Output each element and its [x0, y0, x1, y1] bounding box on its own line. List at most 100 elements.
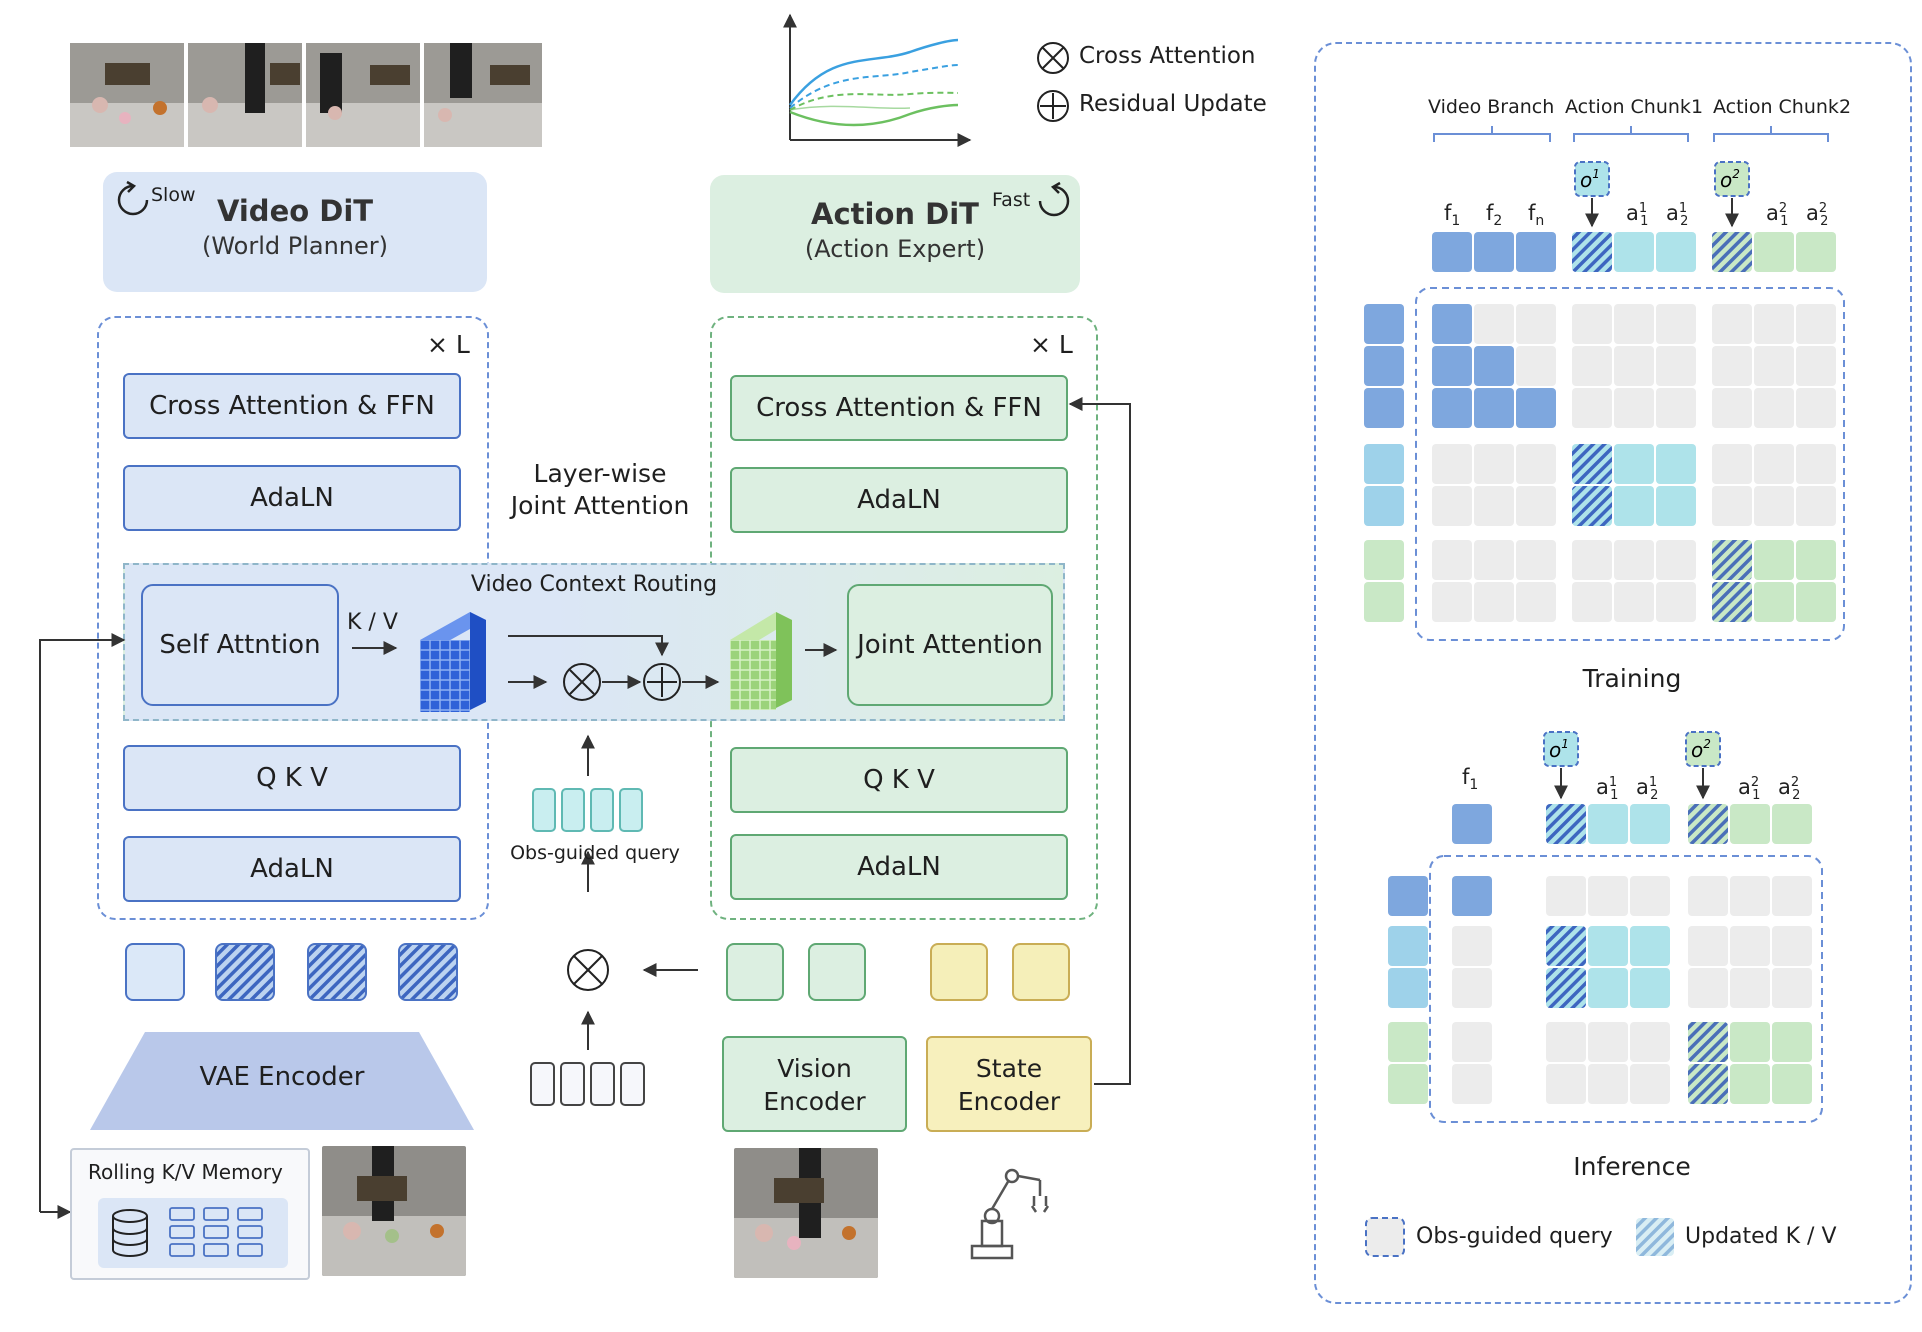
group-video-branch: Video Branch	[1428, 96, 1555, 118]
mask-cell	[1712, 582, 1752, 622]
mask-cell	[1474, 346, 1514, 386]
mask-cell	[1546, 968, 1586, 1008]
obs-query-label: Obs-guided query	[510, 842, 680, 864]
obs-merge-icon	[567, 949, 609, 991]
header-token-cell	[1630, 804, 1670, 844]
video-adaln-bottom-block: AdaLN	[123, 836, 461, 902]
vision-encoder-line-2: Encoder	[763, 1087, 866, 1116]
kv-cube-green	[730, 612, 792, 710]
cross-attention-icon	[1037, 42, 1069, 74]
svg-text:a21: a21	[1766, 201, 1788, 229]
mask-cell	[1754, 540, 1794, 580]
speed-label: Fast	[992, 189, 1031, 211]
layer-wise-line-2: Joint Attention	[510, 491, 690, 520]
mask-cell	[1630, 1022, 1670, 1062]
row-token-cell	[1364, 540, 1404, 580]
svg-text:fn: fn	[1528, 201, 1544, 229]
svg-text:f1: f1	[1444, 201, 1460, 229]
header-token-cell	[1730, 804, 1770, 844]
legend-obs-guided-query: Obs-guided query	[1416, 1224, 1613, 1249]
mask-cell	[1712, 444, 1752, 484]
row-token-cell	[1364, 486, 1404, 526]
mask-cell	[1656, 388, 1696, 428]
mask-cell	[1712, 304, 1752, 344]
trajectory-plot	[780, 10, 980, 150]
row-token-cell	[1364, 444, 1404, 484]
svg-text:f1: f1	[1462, 765, 1478, 793]
mask-cell	[1630, 968, 1670, 1008]
action-dit-header: Fast Action DiT (Action Expert)	[710, 175, 1080, 293]
mask-cell	[1452, 968, 1492, 1008]
kv-label: K / V	[347, 610, 398, 635]
obs-query-tokens	[532, 788, 644, 834]
video-dit-header: Slow Video DiT (World Planner)	[103, 172, 487, 292]
mask-cell	[1516, 540, 1556, 580]
header-token-cell	[1474, 232, 1514, 272]
mask-cell	[1572, 486, 1612, 526]
rolling-kv-memory: Rolling K/V Memory	[70, 1148, 310, 1280]
row-token-cell	[1388, 1022, 1428, 1062]
mask-cell	[1796, 582, 1836, 622]
vision-encoder: Vision Encoder	[722, 1036, 907, 1132]
mask-cell	[1588, 1022, 1628, 1062]
action-dit-subtitle: (Action Expert)	[804, 235, 986, 263]
svg-text:a11: a11	[1596, 775, 1618, 803]
kv-cube-blue	[420, 612, 486, 712]
video-dit-title: Video DiT	[216, 194, 374, 228]
mask-cell	[1572, 304, 1612, 344]
inference-label: Inference	[1573, 1152, 1691, 1181]
action-dit-title: Action DiT	[811, 197, 979, 231]
header-token-cell	[1546, 804, 1586, 844]
cross-attention-op-icon	[563, 663, 601, 701]
mask-cell	[1474, 304, 1514, 344]
slow-cycle-icon	[117, 180, 149, 216]
mask-cell	[1614, 346, 1654, 386]
vae-encoder-label: VAE Encoder	[199, 1062, 365, 1092]
mask-cell	[1516, 346, 1556, 386]
fast-cycle-icon	[1038, 181, 1070, 217]
routing-title: Video Context Routing	[470, 572, 718, 597]
mask-cell	[1796, 346, 1836, 386]
video-repeat-label: × L	[427, 330, 470, 359]
mask-cell	[1772, 926, 1812, 966]
mask-cell	[1614, 304, 1654, 344]
mask-cell	[1516, 388, 1556, 428]
legend-updated-kv: Updated K / V	[1685, 1224, 1837, 1249]
mask-cell	[1656, 346, 1696, 386]
action-adaln-top-block: AdaLN	[730, 467, 1068, 533]
header-token-cell	[1656, 232, 1696, 272]
mask-cell	[1754, 388, 1794, 428]
state-encoder-line-2: Encoder	[957, 1087, 1061, 1116]
video-qkv-block: Q K V	[123, 745, 461, 811]
mask-cell	[1452, 926, 1492, 966]
svg-text:a22: a22	[1778, 775, 1800, 803]
mask-cell	[1730, 1022, 1770, 1062]
header-token-cell	[1432, 232, 1472, 272]
mask-cell	[1588, 968, 1628, 1008]
mask-cell	[1630, 1064, 1670, 1104]
header-token-cell	[1754, 232, 1794, 272]
header-token-cell	[1516, 232, 1556, 272]
state-encoder: State Encoder	[926, 1036, 1092, 1132]
mask-cell	[1474, 486, 1514, 526]
mask-cell	[1516, 486, 1556, 526]
mask-cell	[1588, 926, 1628, 966]
vae-encoder: VAE Encoder	[90, 1032, 474, 1130]
mask-cell	[1546, 926, 1586, 966]
empty-query-tokens	[530, 1062, 646, 1108]
speed-label: Slow	[151, 184, 196, 206]
mask-cell	[1730, 1064, 1770, 1104]
header-token-cell	[1712, 232, 1752, 272]
mask-cell	[1474, 388, 1514, 428]
mask-cell	[1772, 968, 1812, 1008]
header-token-cell	[1796, 232, 1836, 272]
database-icon	[112, 1207, 263, 1257]
row-token-cell	[1388, 876, 1428, 916]
mask-cell	[1432, 444, 1472, 484]
row-token-cell	[1364, 304, 1404, 344]
mask-cell	[1516, 582, 1556, 622]
mask-cell	[1656, 304, 1696, 344]
training-label: Training	[1582, 664, 1682, 693]
mask-cell	[1656, 540, 1696, 580]
